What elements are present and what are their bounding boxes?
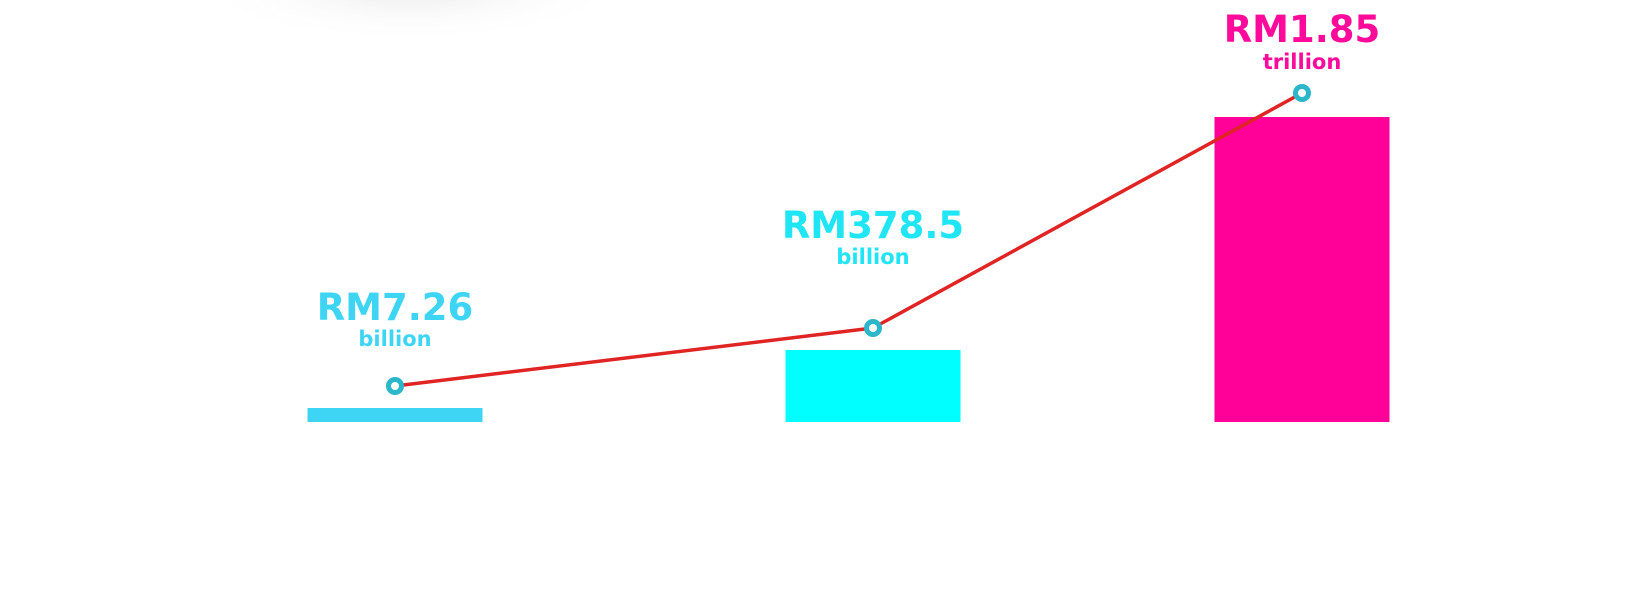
value-label-3: RM1.85: [1224, 8, 1381, 51]
markers-layer: [386, 84, 1311, 395]
line-point-center-1: [391, 382, 399, 390]
bars-layer: [307, 117, 1390, 422]
unit-label-2: billion: [836, 245, 909, 269]
unit-label-3: trillion: [1263, 50, 1342, 74]
bar-3: [1214, 117, 1390, 422]
labels-layer: RM7.26billionRM378.5billionRM1.85trillio…: [317, 8, 1381, 351]
line-point-center-3: [1298, 89, 1306, 97]
value-label-2: RM378.5: [782, 204, 964, 247]
unit-label-1: billion: [358, 327, 431, 351]
decorative-shadow: [194, 0, 626, 42]
value-label-1: RM7.26: [317, 286, 474, 329]
bar-2: [785, 350, 961, 422]
bar-1: [307, 408, 483, 422]
line-point-center-2: [869, 324, 877, 332]
